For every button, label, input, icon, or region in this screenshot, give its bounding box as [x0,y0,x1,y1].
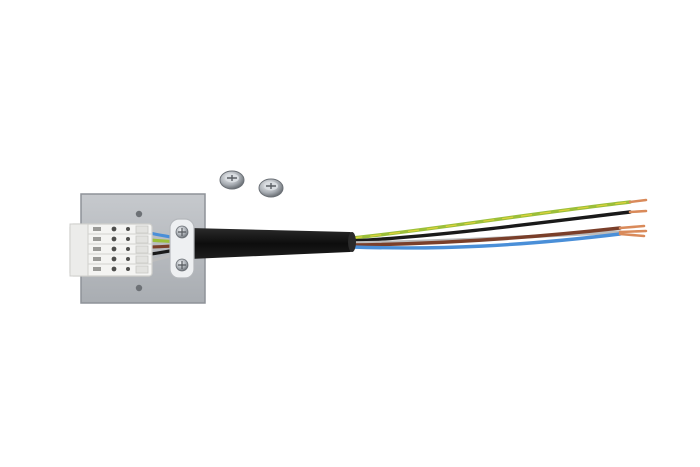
cable-jacket [190,228,356,259]
loose-wires [350,200,632,250]
terminal-block [69,223,153,277]
screw-left [219,170,245,190]
cable-clamp [169,218,195,279]
copper-tips [618,198,648,238]
screw-right [258,178,284,198]
